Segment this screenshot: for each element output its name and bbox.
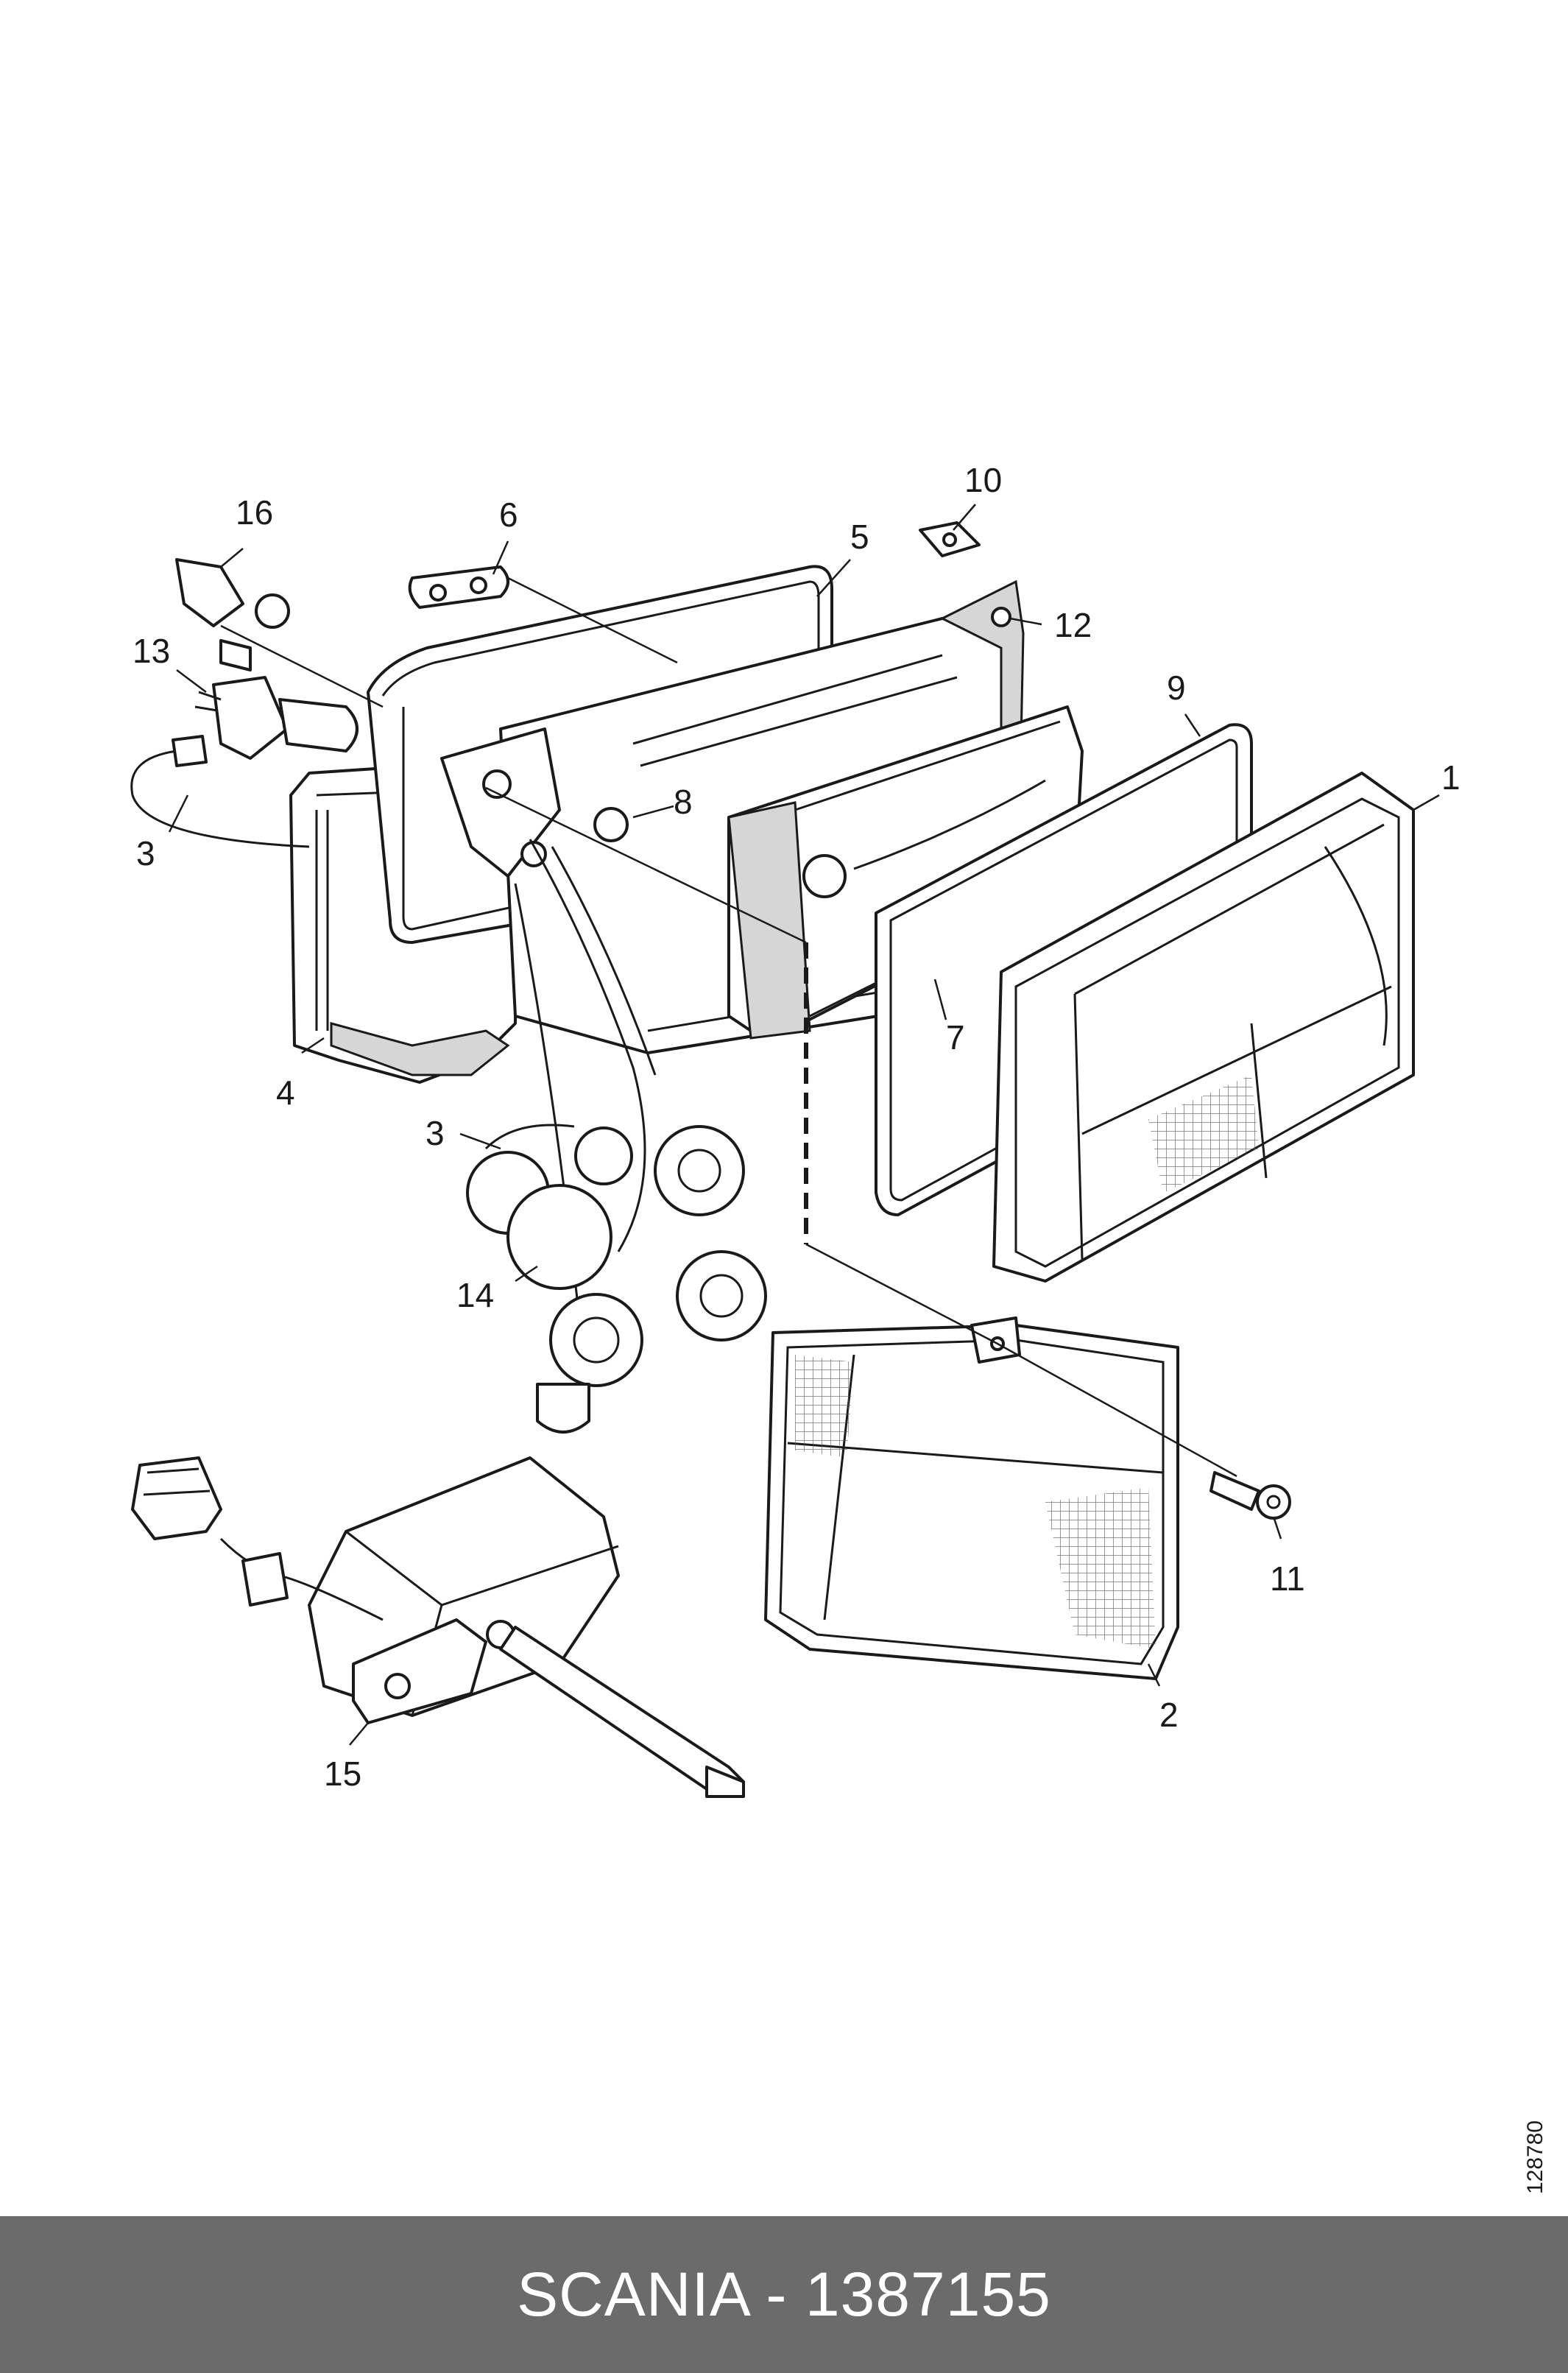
- part-13-halogen-bulb: [194, 676, 359, 760]
- callout-4: 4: [276, 1073, 295, 1112]
- callout-7: 7: [946, 1018, 965, 1057]
- reference-number: 128780: [1523, 2120, 1547, 2194]
- alignment-line-1: [805, 1243, 1237, 1478]
- callout-12: 12: [1054, 606, 1092, 644]
- exploded-parts-diagram: 1 2 3 3 4 5 6 7 8 9 10 11 12 13 14 15 16…: [130, 461, 1547, 2194]
- callout-16: 16: [236, 493, 273, 532]
- callout-14: 14: [456, 1276, 494, 1314]
- part-3-wire-upper: [130, 735, 310, 848]
- part-11-screw: [1209, 1471, 1291, 1520]
- part-6-clip: [408, 565, 509, 609]
- callout-6: 6: [499, 496, 518, 534]
- callout-11: 11: [1270, 1559, 1305, 1598]
- footer-bar: SCANIA - 1387155: [0, 2216, 1568, 2373]
- part-15-leveling-motor: [131, 1456, 745, 1798]
- callout-13: 13: [133, 632, 170, 670]
- part-16-bulb: [175, 558, 290, 671]
- callout-15: 15: [324, 1755, 361, 1793]
- callout-3-upper: 3: [136, 834, 155, 872]
- callout-2: 2: [1159, 1696, 1179, 1734]
- part-2-indicator-lens: [764, 1316, 1179, 1680]
- part-14-bulb-holders: [466, 839, 767, 1434]
- leader-lines: [168, 504, 1440, 1746]
- callout-labels: 1 2 3 3 4 5 6 7 8 9 10 11 12 13 14 15 16: [133, 461, 1461, 1793]
- part-1-headlamp-lens: [992, 772, 1415, 1283]
- part-7-reflector: [727, 705, 1084, 1040]
- footer-title: SCANIA - 1387155: [517, 2260, 1051, 2329]
- part-12-fixing: [991, 607, 1011, 627]
- callout-1: 1: [1441, 758, 1461, 797]
- callout-8: 8: [674, 783, 693, 821]
- part-10-clip: [919, 521, 981, 557]
- callout-3-lower: 3: [425, 1114, 445, 1152]
- callout-5: 5: [850, 518, 869, 556]
- alignment-line-2: [485, 786, 807, 944]
- callout-9: 9: [1167, 669, 1186, 707]
- alignment-line-3: [220, 573, 678, 708]
- callout-10: 10: [964, 461, 1002, 499]
